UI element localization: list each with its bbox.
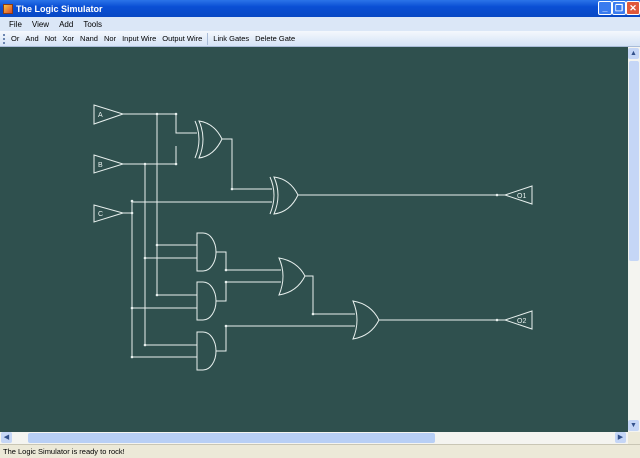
vertical-scrollbar[interactable]: ▲ ▼ [628,47,640,432]
toolbar: Or And Not Xor Nand Nor Input Wire Outpu… [0,31,640,47]
xor-gate-1[interactable] [194,120,223,159]
input-a-label: A [98,112,103,119]
scroll-right-icon[interactable]: ▶ [615,432,626,443]
menu-view[interactable]: View [31,19,50,29]
title-bar: The Logic Simulator _ ❐ ✕ [0,0,640,17]
wires [123,113,505,358]
or-gate-1[interactable] [278,257,306,296]
status-bar: The Logic Simulator is ready to rock! [0,444,640,458]
input-wire-button[interactable]: Input Wire [122,34,157,43]
menu-file[interactable]: File [9,19,22,29]
and-gate-2[interactable] [196,281,217,321]
output-wire-button[interactable]: Output Wire [162,34,203,43]
vertical-scroll-thumb[interactable] [629,61,639,261]
or-button[interactable]: Or [11,34,20,43]
status-text: The Logic Simulator is ready to rock! [3,447,125,456]
menu-bar: File View Add Tools [0,17,640,31]
app-icon [3,3,13,14]
nor-button[interactable]: Nor [103,34,117,43]
delete-gate-button[interactable]: Delete Gate [255,34,296,43]
xor-button[interactable]: Xor [62,34,75,43]
or-gate-2[interactable] [352,300,380,340]
toolbar-grip[interactable] [3,33,5,44]
output-o2[interactable]: O2 [503,310,533,330]
circuit-canvas[interactable]: A B C O1 O2 [0,47,628,432]
and-gate-1[interactable] [196,232,217,272]
restore-button[interactable]: ❐ [612,1,626,15]
input-c[interactable]: C [93,204,125,223]
scroll-corner [628,432,640,444]
not-button[interactable]: Not [44,34,57,43]
xor-gate-2[interactable] [269,176,299,215]
scroll-down-icon[interactable]: ▼ [628,420,639,431]
minimize-button[interactable]: _ [598,1,612,15]
toolbar-separator [207,32,209,45]
input-c-label: C [98,211,103,218]
output-o1-label: O1 [517,193,526,200]
and-gate-3[interactable] [196,331,217,371]
wire-junctions [130,112,499,359]
window-title: The Logic Simulator [16,3,103,14]
horizontal-scrollbar[interactable]: ◀ ▶ [0,432,628,444]
scroll-left-icon[interactable]: ◀ [1,432,12,443]
input-b-label: B [98,162,103,169]
output-o1[interactable]: O1 [503,185,533,205]
scroll-up-icon[interactable]: ▲ [628,48,639,59]
menu-add[interactable]: Add [59,19,74,29]
close-button[interactable]: ✕ [626,1,640,15]
horizontal-scroll-thumb[interactable] [28,433,435,443]
input-a[interactable]: A [93,104,125,125]
nand-button[interactable]: Nand [80,34,98,43]
and-button[interactable]: And [25,34,39,43]
output-o2-label: O2 [517,318,526,325]
menu-tools[interactable]: Tools [83,19,103,29]
input-b[interactable]: B [93,154,125,174]
link-gates-button[interactable]: Link Gates [213,34,250,43]
